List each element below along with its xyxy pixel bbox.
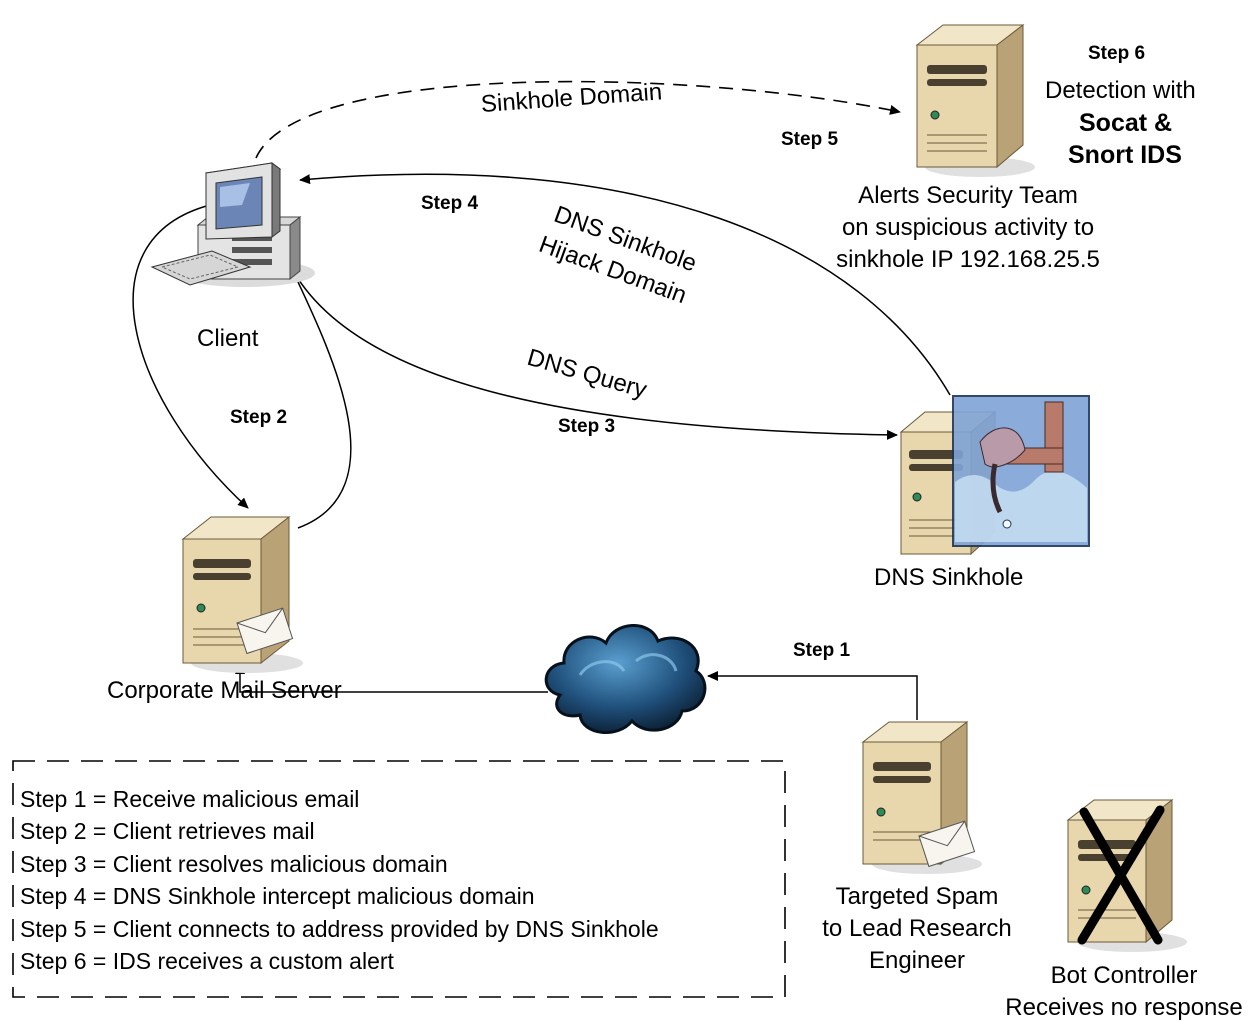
mail-server-node — [175, 505, 310, 680]
internet-cloud-icon — [544, 624, 707, 734]
server-tower-icon — [1066, 798, 1187, 952]
spam-to-cloud-connector — [707, 671, 918, 720]
step3-label: Step 3 — [558, 416, 616, 437]
ids-detection-line3: Snort IDS — [1068, 141, 1182, 169]
mail-server-label: Corporate Mail Server — [107, 677, 342, 704]
legend-item: Step 4 = DNS Sinkhole intercept maliciou… — [20, 883, 535, 910]
ids-server-node — [905, 15, 1040, 180]
legend-item: Step 5 = Client connects to address prov… — [20, 915, 659, 942]
cloud-to-mail-connector — [235, 663, 548, 693]
client-label: Client — [197, 325, 259, 352]
step4-label: Step 4 — [421, 193, 479, 214]
spam-line1: Targeted Spam — [835, 883, 999, 910]
alert-line2: on suspicious activity to — [841, 214, 1095, 241]
step1-label: Step 1 — [793, 640, 851, 661]
step6-label: Step 6 — [1088, 43, 1146, 64]
legend-box — [12, 760, 786, 998]
bot-controller-line2: Receives no response — [1005, 994, 1243, 1021]
legend-item: Step 2 = Client retrieves mail — [20, 818, 315, 845]
dns-query-connector — [289, 264, 898, 440]
cloud-node — [540, 615, 710, 740]
spam-source-node — [855, 712, 990, 882]
step5-label: Step 5 — [781, 129, 839, 150]
server-tower-icon — [181, 515, 303, 673]
legend-list: Step 1 = Receive malicious email Step 2 … — [20, 783, 659, 977]
step2-label: Step 2 — [230, 407, 288, 428]
server-tower-icon — [861, 720, 982, 874]
alert-line3: sinkhole IP 192.168.25.5 — [836, 246, 1100, 273]
envelope-icon — [918, 820, 976, 868]
bot-controller-node — [1060, 790, 1195, 960]
spam-line3: Engineer — [868, 947, 966, 974]
legend-item: Step 1 = Receive malicious email — [20, 786, 360, 812]
hijack-domain-connector — [299, 173, 951, 396]
sinkhole-domain-connector — [255, 80, 901, 159]
client-to-mail-connector — [132, 204, 249, 509]
alert-line1: Alerts Security Team — [858, 182, 1078, 209]
ids-detection-line1: Detection with — [1045, 77, 1196, 104]
x-mark-icon — [1077, 805, 1165, 945]
server-tower-icon — [915, 23, 1035, 177]
mail-to-client-connector — [289, 264, 352, 529]
server-tower-icon — [899, 395, 1090, 556]
dns-sinkhole-node — [895, 392, 1095, 562]
dns-sinkhole-label: DNS Sinkhole — [874, 564, 1024, 591]
client-node — [150, 155, 320, 295]
desktop-computer-icon — [150, 162, 315, 287]
legend-item: Step 3 = Client resolves malicious domai… — [20, 850, 448, 877]
bot-controller-line1: Bot Controller — [1050, 962, 1198, 989]
legend-item: Step 6 = IDS receives a custom alert — [20, 948, 394, 975]
spam-line2: to Lead Research — [822, 915, 1012, 942]
envelope-icon — [236, 607, 294, 655]
faucet-sinkhole-icon — [952, 395, 1090, 547]
ids-detection-line2: Socat & — [1079, 109, 1173, 137]
